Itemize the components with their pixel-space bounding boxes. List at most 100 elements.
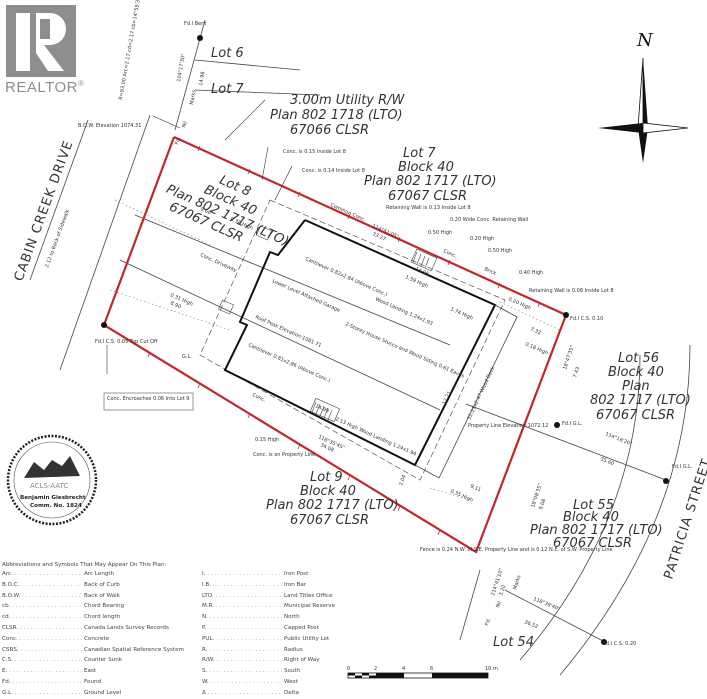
house-footprint	[223, 219, 497, 467]
svg-text:8.90: 8.90	[169, 300, 182, 310]
svg-text:Fd.I G.L.: Fd.I G.L.	[562, 421, 583, 427]
svg-text:Nil: Nil	[495, 601, 503, 609]
realtor-r-icon	[6, 5, 76, 77]
svg-text:9.68: 9.68	[538, 498, 547, 510]
svg-text:Conc. is 0.14 Inside Lot 8: Conc. is 0.14 Inside Lot 8	[302, 168, 365, 174]
seal-name: Benjamin Giesbrecht	[20, 495, 86, 501]
svg-text:Cantilever 0.82x2.84 (Above Co: Cantilever 0.82x2.84 (Above Conc.)	[304, 256, 388, 298]
svg-text:Conc. is on Property Line: Conc. is on Property Line	[253, 452, 315, 458]
svg-text:9.60: 9.60	[199, 206, 212, 216]
realtor-logo: REALTOR®	[3, 5, 84, 97]
legend-row: cd.Chord length	[2, 612, 232, 623]
svg-text:18°47'35": 18°47'35"	[562, 345, 576, 371]
legend-row: PUL.Public Utility Lot	[202, 634, 392, 645]
legend-row: M.R.Municipal Reserve	[202, 601, 392, 612]
registered-mark: ®	[77, 79, 85, 88]
svg-text:36.52: 36.52	[523, 619, 539, 630]
svg-text:4: 4	[402, 666, 405, 672]
svg-text:Marks: Marks	[512, 574, 522, 590]
legend-row: I.Iron Post	[202, 569, 392, 580]
svg-text:2.13 High Wood Landing 1.24x1.: 2.13 High Wood Landing 1.24x1.94	[334, 416, 417, 457]
svg-text:Conc.: Conc.	[442, 248, 458, 259]
legend-row: Arc.Arc Length	[2, 569, 232, 580]
svg-text:0.35 High: 0.35 High	[449, 488, 474, 503]
legend-row: E.East	[2, 666, 232, 677]
svg-text:67067 CLSR: 67067 CLSR	[388, 189, 467, 204]
svg-text:7.32: 7.32	[529, 326, 542, 336]
svg-text:114°16'20": 114°16'20"	[604, 431, 633, 447]
svg-text:67066 CLSR: 67066 CLSR	[290, 123, 369, 138]
svg-text:Plan: Plan	[622, 379, 650, 394]
svg-text:Lot 55: Lot 55	[573, 498, 614, 513]
svg-text:Lot 56: Lot 56	[618, 351, 659, 366]
street-patricia: PATRICIA STREET	[662, 457, 707, 582]
svg-text:802 1717 (LTO): 802 1717 (LTO)	[590, 393, 691, 408]
survey-markers	[101, 35, 669, 645]
svg-text:R=93.00 Arc=2.17 cd=2.17 cb=14: R=93.00 Arc=2.17 cd=2.17 cb=14°55'30" Δ=…	[118, 0, 148, 100]
svg-text:Fd.I C.S. 0.05 Top Cut Off: Fd.I C.S. 0.05 Top Cut Off	[95, 339, 158, 345]
svg-text:Fd.I Bent: Fd.I Bent	[184, 21, 206, 27]
stairs	[218, 225, 438, 423]
svg-text:Conc. Encroaches 0.06 Into Lot: Conc. Encroaches 0.06 Into Lot 9	[107, 396, 189, 402]
legend-row: S.South	[202, 666, 392, 677]
svg-text:1.74 High: 1.74 High	[449, 306, 474, 321]
abbreviations-legend: Abbreviations and Symbols That May Appea…	[2, 562, 422, 699]
svg-text:Nil: Nil	[181, 121, 189, 129]
svg-text:0.40 High: 0.40 High	[519, 270, 543, 276]
legend-row: I.B.Iron Bar	[202, 580, 392, 591]
lot-labels: Lot 6 Lot 7 Lot 8 Block 40 Plan 802 1717…	[164, 46, 691, 650]
legend-title: Abbreviations and Symbols That May Appea…	[2, 562, 167, 568]
leader-lines	[106, 99, 293, 374]
legend-row: G.L.Ground Level	[2, 688, 232, 699]
legend-row: N.North	[202, 612, 392, 623]
seal-commission: Comm. No. 1824	[30, 503, 82, 509]
svg-text:67067 CLSR: 67067 CLSR	[596, 408, 675, 423]
surveyor-seal: ACLS-AATC Benjamin Giesbrecht Comm. No. …	[6, 434, 98, 526]
svg-text:Fd.I C.S. 0.10: Fd.I C.S. 0.10	[570, 316, 603, 322]
svg-text:67067 CLSR: 67067 CLSR	[553, 536, 632, 551]
svg-text:Block 40: Block 40	[563, 510, 619, 525]
svg-text:104°17'30": 104°17'30"	[176, 53, 187, 82]
svg-text:Fd.I G.L.: Fd.I G.L.	[672, 464, 693, 470]
street-lines	[29, 19, 691, 676]
legend-left-column: Arc.Arc Length B.O.C.Back of Curb B.O.W.…	[2, 569, 232, 699]
svg-text:0: 0	[347, 666, 350, 672]
svg-text:0.50 High: 0.50 High	[488, 248, 512, 254]
svg-text:3.20: 3.20	[498, 584, 507, 596]
legend-row: cb.Chord Bearing	[2, 601, 232, 612]
svg-text:34.08: 34.08	[319, 442, 335, 453]
legend-row: CSRS.Canadian Spatial Reference System	[2, 645, 232, 656]
svg-text:67067 CLSR: 67067 CLSR	[290, 513, 369, 528]
svg-text:Cantilever 0.81x2.86 (Above Co: Cantilever 0.81x2.86 (Above Conc.)	[247, 342, 331, 384]
legend-row: R/W.Right of Way	[202, 655, 392, 666]
svg-text:33.27: 33.27	[371, 231, 387, 242]
svg-text:Block 40: Block 40	[300, 484, 356, 499]
boundary-ticks	[147, 145, 541, 536]
svg-text:12.21x2.47 Wood Deck: 12.21x2.47 Wood Deck	[466, 366, 496, 421]
svg-text:Plan 802 1717 (LTO): Plan 802 1717 (LTO)	[364, 174, 497, 189]
north-label: N	[636, 30, 654, 51]
svg-text:Lot 7: Lot 7	[403, 146, 436, 161]
svg-text:0.15 High: 0.15 High	[255, 437, 279, 443]
svg-text:7.43: 7.43	[572, 366, 581, 378]
svg-text:Fd.: Fd.	[484, 617, 492, 627]
svg-text:Retaining Wall is 0.13 Inside: Retaining Wall is 0.13 Inside Lot 8	[386, 205, 471, 211]
svg-text:Lot 9: Lot 9	[310, 470, 343, 485]
legend-row: Conc.Concrete	[2, 634, 232, 645]
deck-outline	[414, 304, 518, 479]
svg-text:Block 40: Block 40	[398, 160, 454, 175]
svg-text:2-Storey House Stucco and Wood: 2-Storey House Stucco and Wood Siding 0.…	[344, 321, 465, 379]
svg-text:Lot 6: Lot 6	[211, 46, 244, 61]
dotted-lines	[109, 199, 561, 501]
scale-bar: 0 2 4 6 10 m	[347, 666, 498, 679]
legend-row: W.West	[202, 677, 392, 688]
svg-text:Brick: Brick	[483, 266, 497, 277]
realtor-wordmark: REALTOR	[5, 79, 78, 96]
property-boundary	[102, 135, 568, 554]
svg-text:Plan 802 1717 (LTO): Plan 802 1717 (LTO)	[530, 523, 663, 538]
legend-right-column: I.Iron Post I.B.Iron Bar LTO.Land Titles…	[202, 569, 392, 699]
svg-text:9.11: 9.11	[469, 483, 482, 493]
svg-text:35.60: 35.60	[599, 456, 615, 467]
svg-text:Plan 802 1718 (LTO): Plan 802 1718 (LTO)	[270, 108, 403, 123]
